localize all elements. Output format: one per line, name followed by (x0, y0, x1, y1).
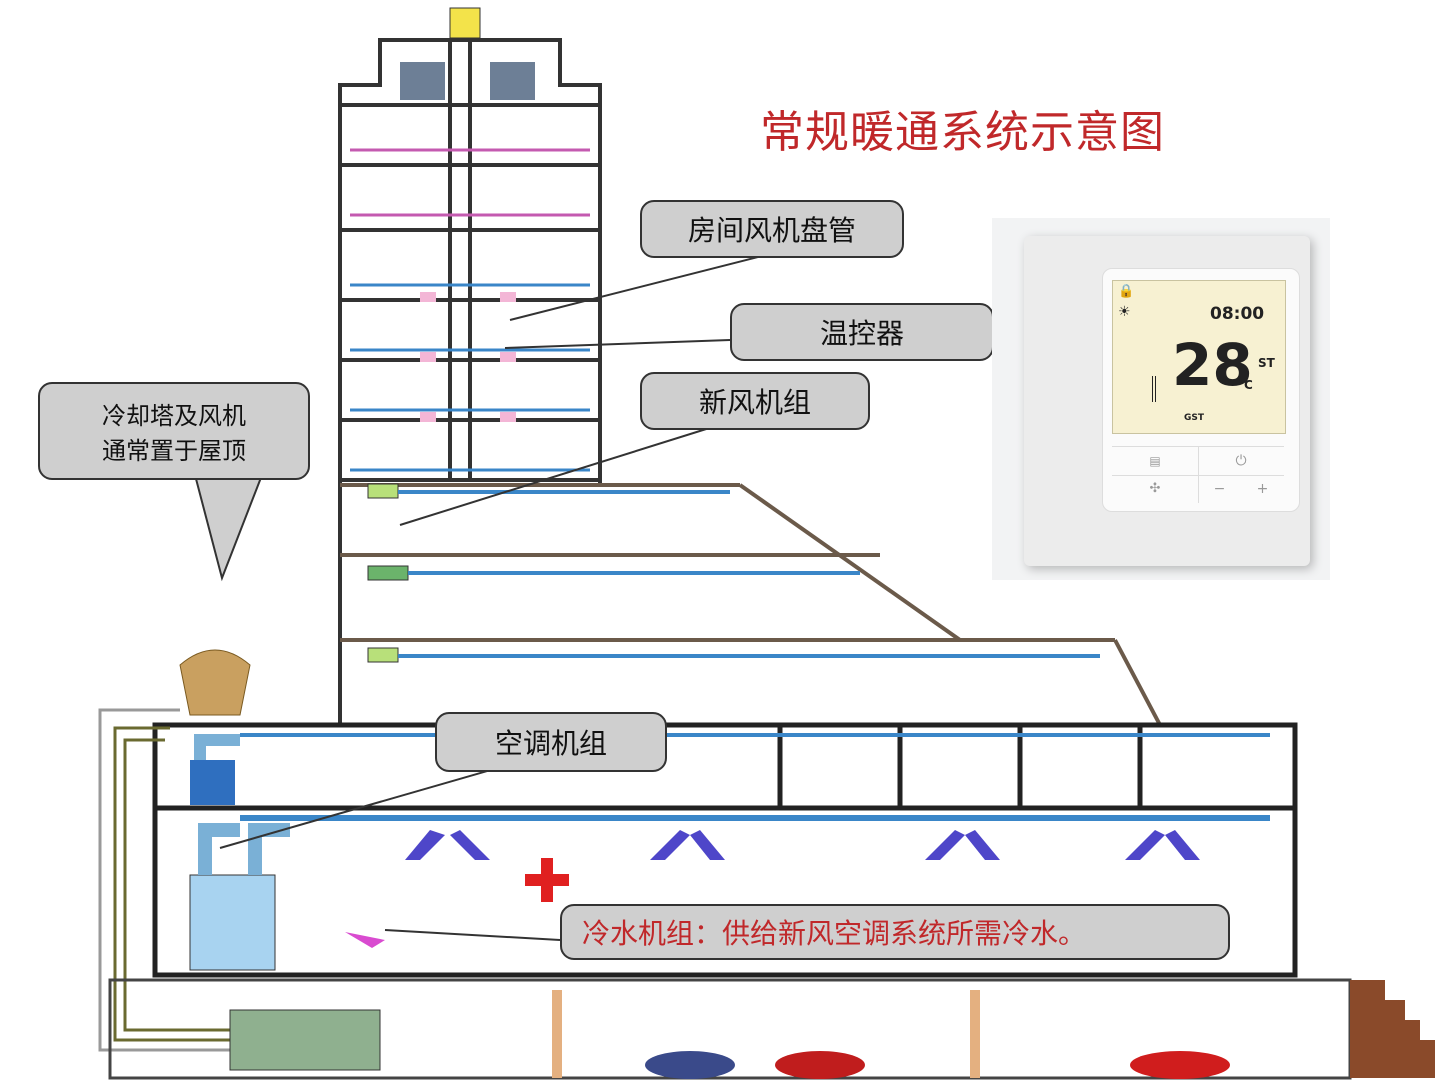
diagram-title: 常规暖通系统示意图 (760, 107, 1165, 158)
airflow-arrows (405, 830, 1200, 860)
display-mode: ST (1258, 356, 1275, 370)
podium-ducts (367, 483, 1100, 663)
callout-thermostat: 温控器 (730, 303, 994, 361)
thermostat-buttons: ▤ ⏻ ✣ − + (1112, 446, 1284, 503)
callout-fan-coil: 房间风机盘管 (640, 200, 904, 258)
power-button[interactable]: ⏻ (1198, 447, 1284, 476)
rooftop-chiller-left (400, 62, 445, 100)
cooling-tower (179, 649, 251, 716)
chiller-duct (198, 823, 290, 875)
callout-cooling-tower: 冷却塔及风机 通常置于屋顶 (38, 382, 310, 480)
rooftop-unit (449, 7, 481, 39)
fan-button[interactable]: ✣ (1112, 475, 1199, 503)
display-temperature: 28 (1172, 331, 1253, 399)
chiller-unit (189, 874, 276, 971)
ahu-duct (194, 734, 240, 760)
minus-button[interactable]: − (1213, 481, 1226, 497)
podium-floors (340, 483, 1162, 726)
display-brand: GST (1184, 413, 1205, 423)
cooling-tower-line-1: 冷却塔及风机 (102, 402, 246, 430)
ahu-unit (190, 760, 235, 805)
callout-fresh-air-unit: 新风机组 (640, 372, 870, 430)
callout-chiller: 冷水机组：供给新风空调系统所需冷水。 (560, 904, 1230, 960)
fan-bars-icon (1152, 376, 1172, 402)
tower-ducts (350, 148, 590, 472)
base-building (152, 722, 1298, 978)
plus-button[interactable]: + (1256, 481, 1269, 497)
red-cross (525, 858, 569, 902)
cooling-tower-line-2: 通常置于屋顶 (102, 437, 246, 465)
display-time: 08:00 (1210, 304, 1265, 324)
callout-pointers (219, 253, 771, 941)
tower (338, 38, 602, 725)
pink-intake-arrow (345, 932, 385, 948)
menu-button[interactable]: ▤ (1112, 447, 1199, 476)
cooling-tower-pipes (98, 708, 240, 1052)
thermostat-screen (1112, 280, 1286, 434)
sun-icon: ☀ (1118, 304, 1131, 320)
cooling-tower-callout-tail (193, 474, 264, 582)
lock-icon: 🔒 (1118, 284, 1135, 299)
rooftop-chiller-right (490, 62, 535, 100)
callout-ahu: 空调机组 (435, 712, 667, 772)
basement (108, 978, 1435, 1080)
thermostat-photo: 🔒 ☀ 08:00 28 °C ST GST ▤ ⏻ ✣ − + (992, 218, 1330, 580)
display-unit: °C (1238, 378, 1253, 392)
